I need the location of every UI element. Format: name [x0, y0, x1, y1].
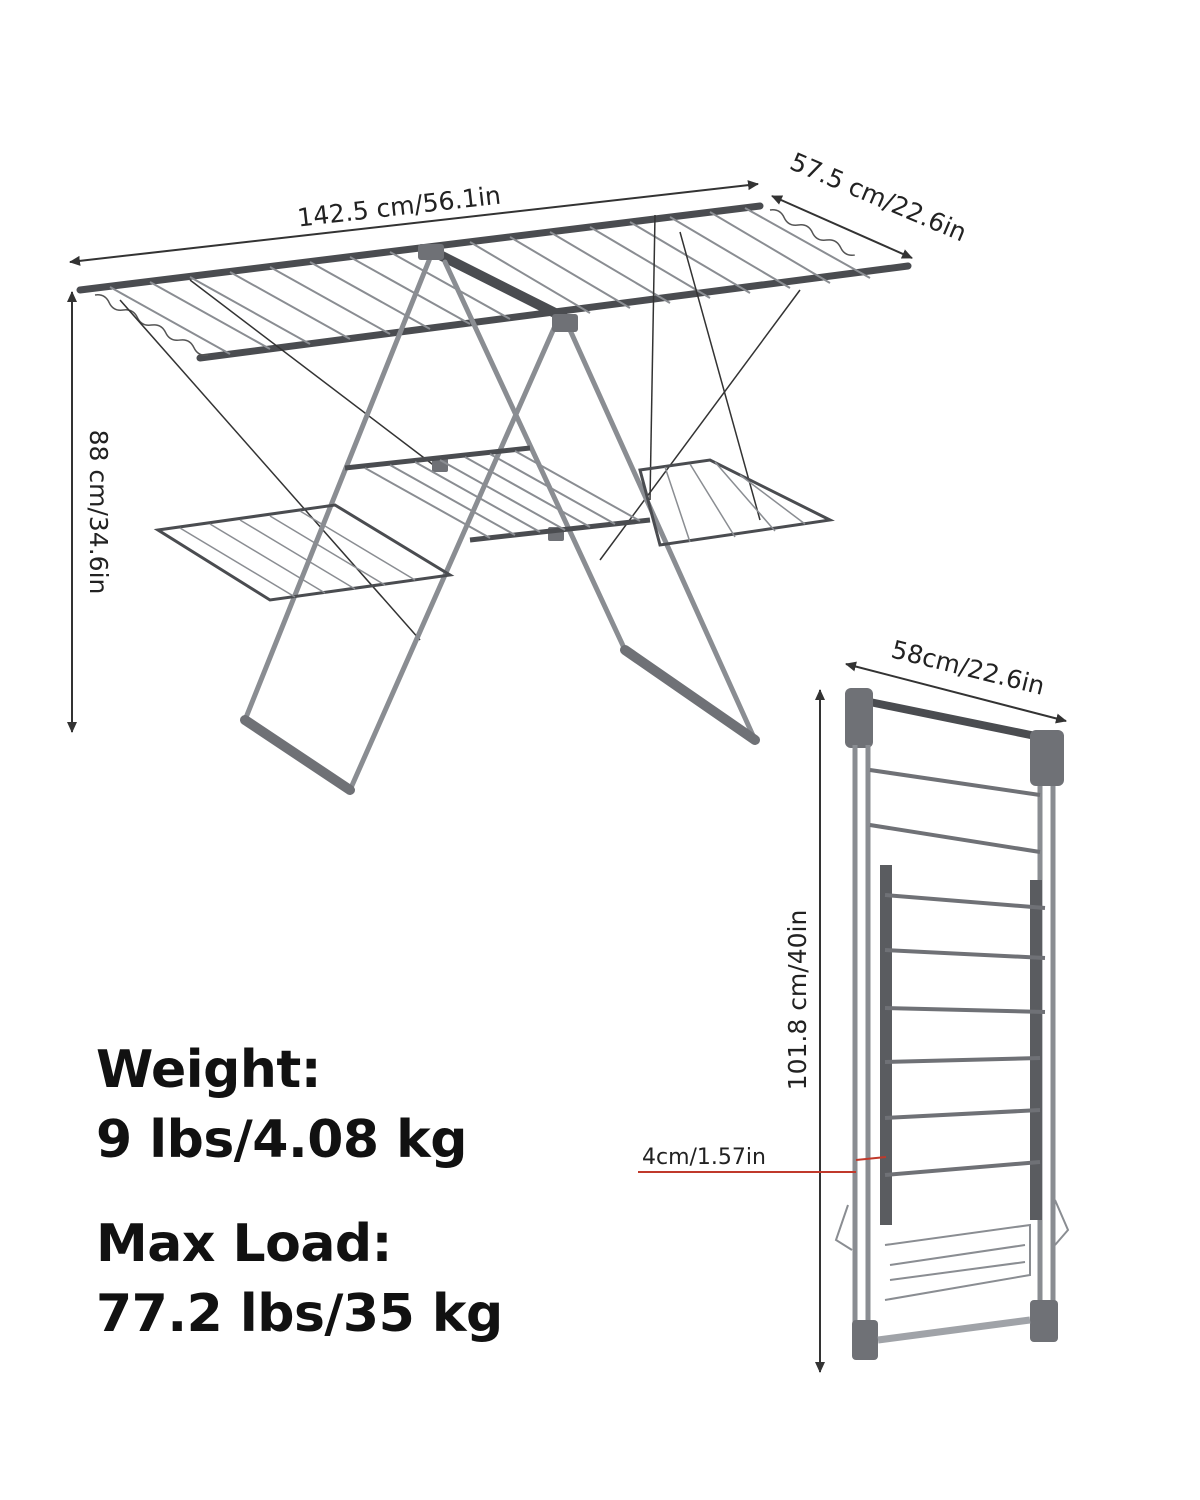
max-load-value: 77.2 lbs/35 kg [96, 1284, 503, 1344]
unfolded-rack-illustration [76, 202, 912, 795]
folded-width-label: 58cm/22.6in [888, 635, 1047, 701]
folded-width-dimension-line [845, 661, 1067, 724]
max-load-label: Max Load: [96, 1214, 392, 1274]
depth-dimension-line [771, 195, 913, 259]
weight-value: 9 lbs/4.08 kg [96, 1110, 467, 1170]
weight-label: Weight: [96, 1040, 322, 1100]
folded-height-label: 101.8 cm/40in [783, 910, 812, 1091]
unfolded-depth-label: 57.5 cm/22.6in [786, 147, 971, 247]
unfolded-height-label: 88 cm/34.6in [84, 430, 113, 595]
folded-rack-illustration [834, 688, 1070, 1360]
folded-thickness-label: 4cm/1.57in [642, 1145, 766, 1170]
length-dimension-line [69, 180, 759, 266]
